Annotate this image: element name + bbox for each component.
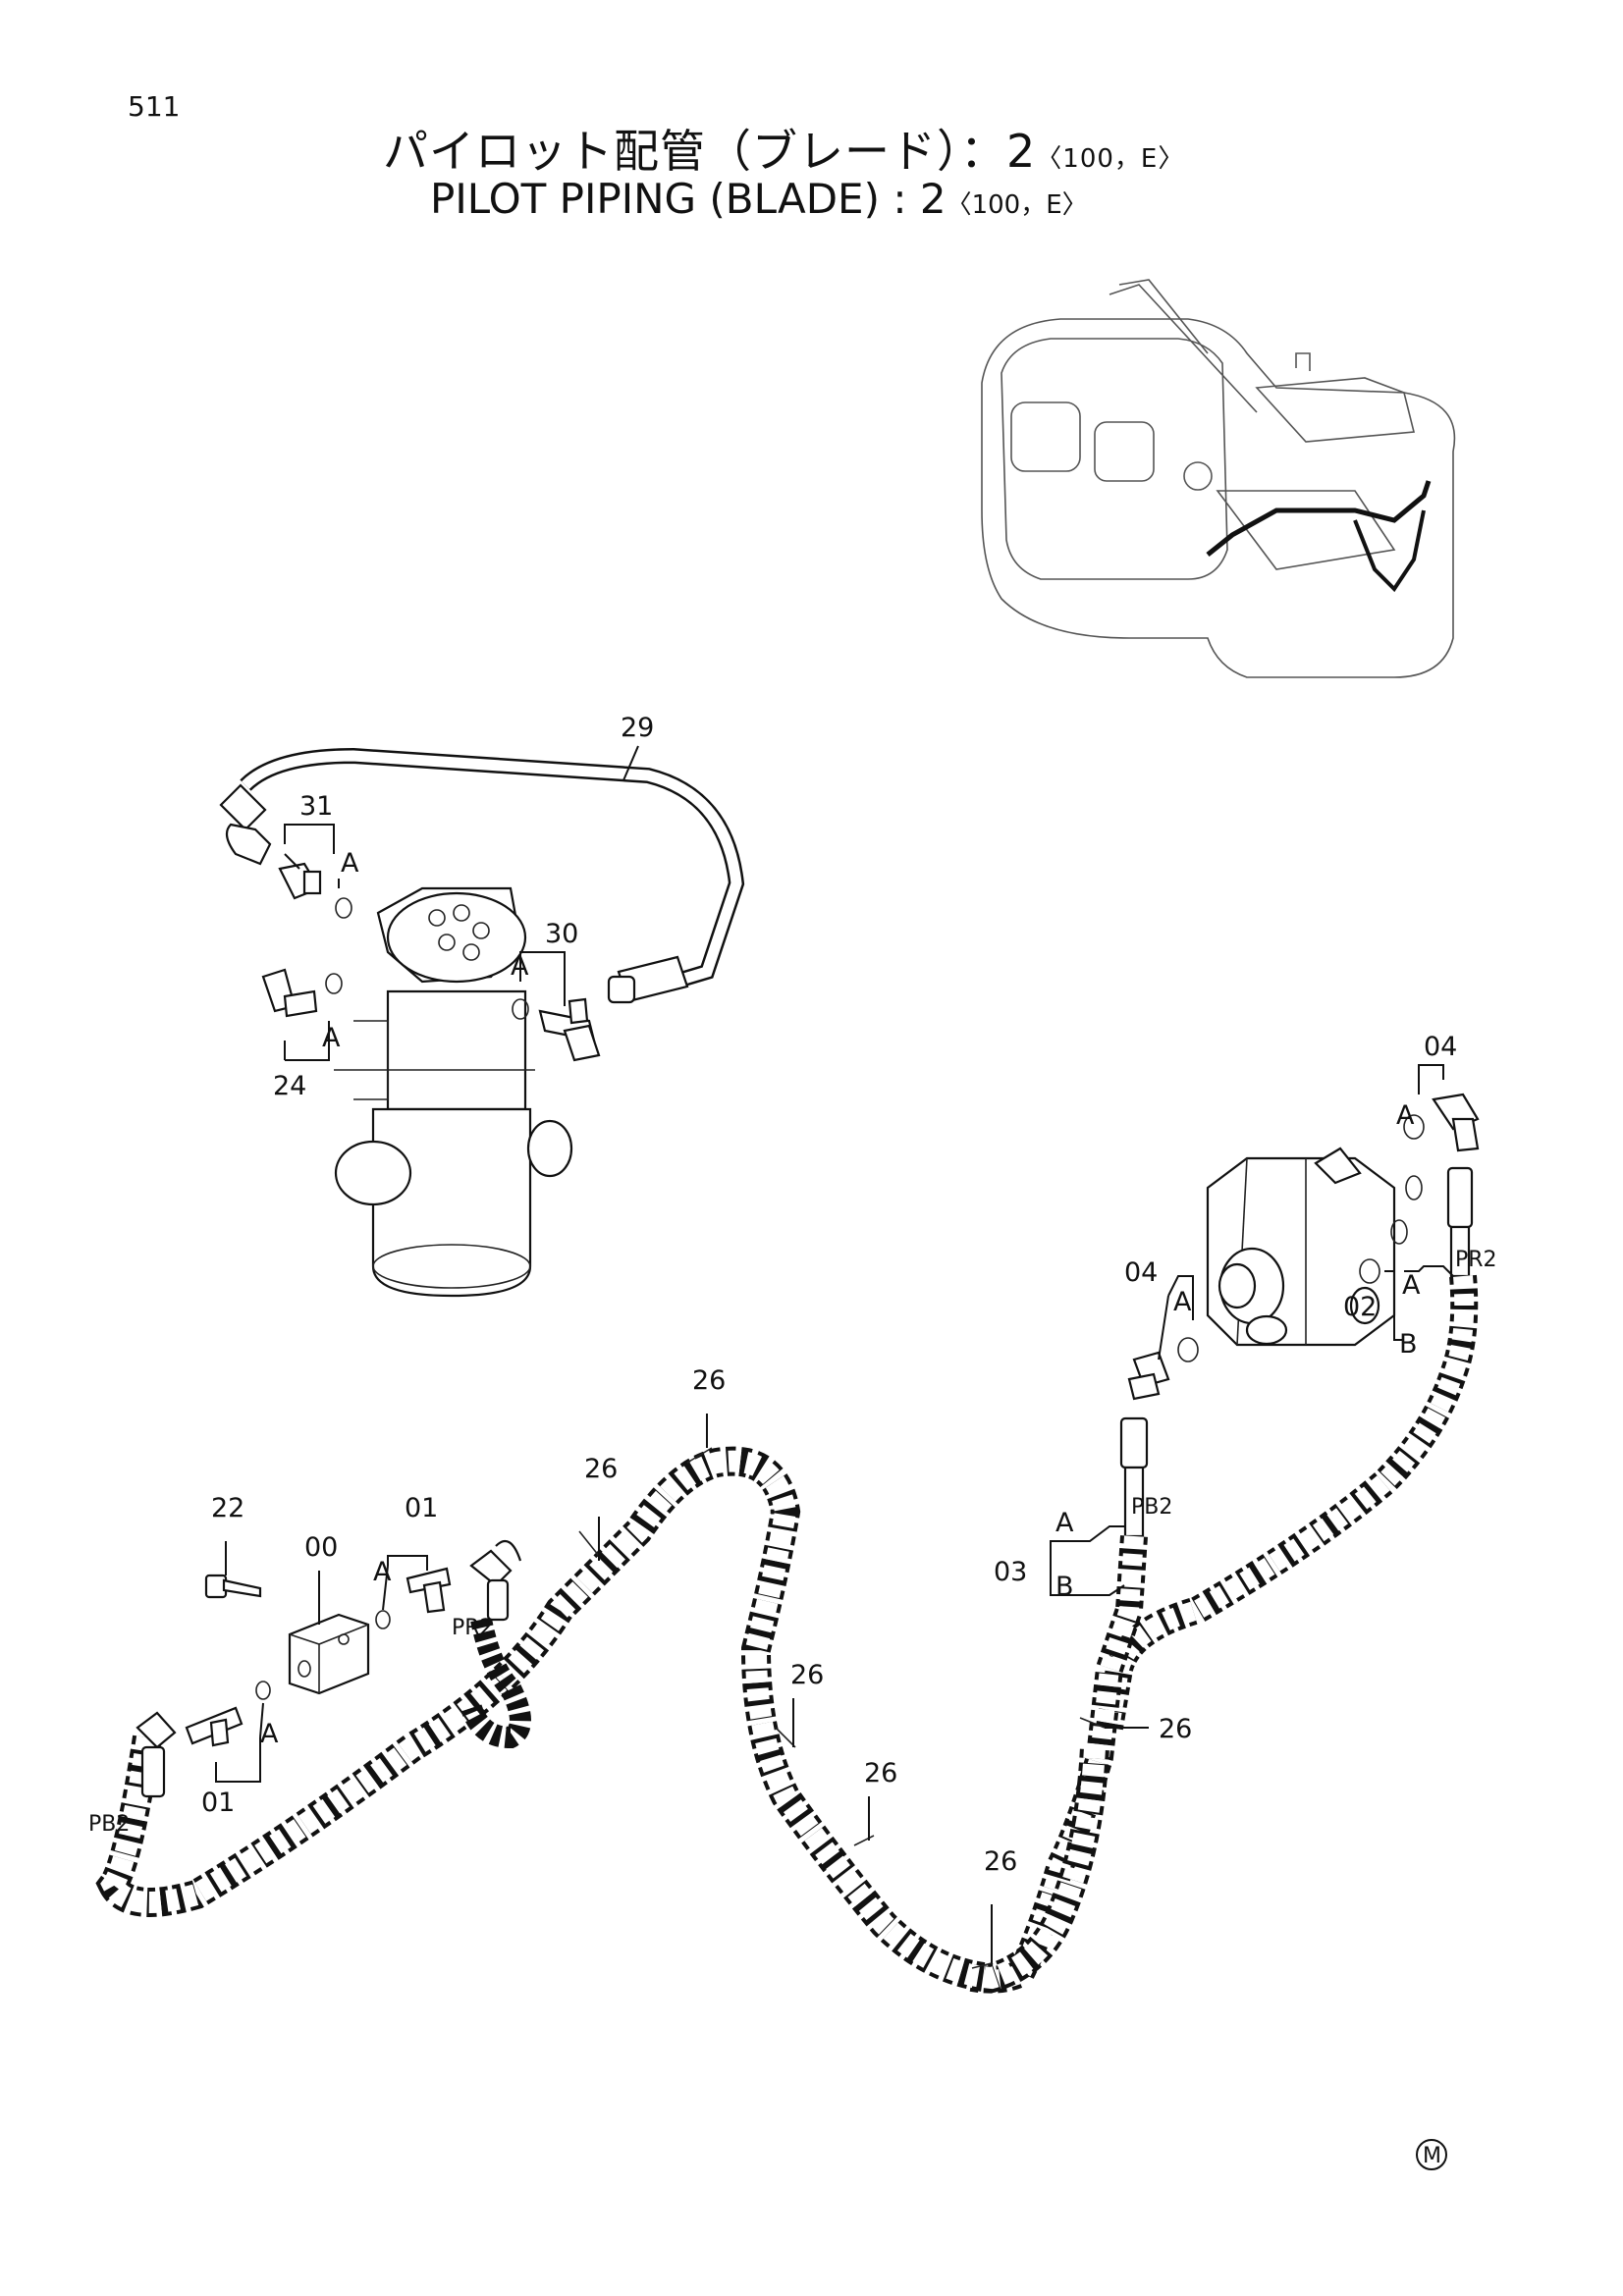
port-label-a-31: A (341, 848, 359, 879)
port-label-b-02: B (1399, 1329, 1418, 1360)
label-part-31: 31 (299, 791, 333, 822)
port-label-a-02: A (1402, 1270, 1421, 1301)
title-english: PILOT PIPING (BLADE) : 2〈100，E〉 (430, 175, 1088, 223)
title-japanese-suffix: 〈100，E〉 (1036, 144, 1185, 174)
elbow-fitting-04-upper (1403, 1093, 1480, 1152)
valve-block-00 (288, 1613, 370, 1695)
hose-end-pb2-left (135, 1711, 177, 1798)
port-label-pr2-left: PR2 (452, 1616, 494, 1640)
clamps-26 (578, 1447, 1106, 1969)
label-part-26-e: 26 (984, 1846, 1017, 1877)
label-part-26-a: 26 (692, 1365, 726, 1396)
label-part-04-upper: 04 (1424, 1032, 1457, 1062)
leader-lines (215, 745, 1454, 1963)
fitting-01-upper (375, 1567, 452, 1629)
elbow-fitting-04-lower (1127, 1337, 1199, 1401)
label-part-01-lower: 01 (201, 1788, 235, 1818)
fitting-30 (512, 997, 601, 1062)
label-part-29: 29 (621, 713, 654, 743)
control-valve-assembly (1206, 1147, 1423, 1347)
port-label-pr2-right: PR2 (1455, 1248, 1497, 1272)
label-part-04-lower: 04 (1124, 1257, 1158, 1288)
port-label-pb2-left: PB2 (88, 1812, 130, 1837)
title-japanese-text: パイロット配管（ブレード）：2 (383, 125, 1037, 178)
port-label-a-01-upper: A (373, 1557, 392, 1587)
port-label-a-04-lower: A (1173, 1287, 1192, 1317)
label-part-00: 00 (304, 1532, 338, 1563)
label-part-26-f: 26 (1159, 1714, 1192, 1744)
label-part-01-upper: 01 (405, 1493, 438, 1523)
fitting-01-lower (185, 1681, 271, 1747)
label-part-26-d: 26 (864, 1758, 897, 1789)
hose-02 (1096, 1166, 1479, 1731)
swivel-joint-assembly (334, 886, 573, 1298)
page-number: 511 (128, 90, 181, 123)
bolt-22 (204, 1574, 262, 1599)
label-part-03: 03 (994, 1557, 1027, 1587)
port-label-a-01-lower: A (260, 1719, 279, 1749)
hose-spiral-guard-long (95, 1446, 1109, 1994)
title-japanese: パイロット配管（ブレード）：2〈100，E〉 (383, 116, 1184, 181)
port-label-b-03: B (1055, 1572, 1074, 1602)
label-part-30: 30 (545, 919, 578, 949)
fitting-31 (278, 862, 352, 919)
title-english-text: PILOT PIPING (BLADE) : 2 (430, 175, 947, 223)
label-part-26-c: 26 (790, 1660, 824, 1690)
hose-end-pr2-left (469, 1539, 522, 1622)
excavator-overview-illustration (981, 279, 1456, 678)
label-part-02: 02 (1343, 1292, 1377, 1322)
fitting-24 (261, 968, 343, 1018)
label-part-22: 22 (211, 1493, 244, 1523)
port-label-pb2-mid: PB2 (1131, 1495, 1172, 1520)
mark-letter: M (1423, 2144, 1441, 2168)
port-label-a-03: A (1055, 1508, 1074, 1538)
circled-m-mark: M (1416, 2139, 1447, 2170)
label-part-26-b: 26 (584, 1454, 618, 1484)
label-part-24: 24 (273, 1071, 306, 1101)
port-label-a-24: A (322, 1023, 341, 1053)
title-english-suffix: 〈100，E〉 (946, 190, 1088, 220)
port-label-a-30: A (511, 951, 529, 982)
pipe-29 (219, 747, 745, 1004)
port-label-a-04-upper: A (1396, 1100, 1415, 1131)
